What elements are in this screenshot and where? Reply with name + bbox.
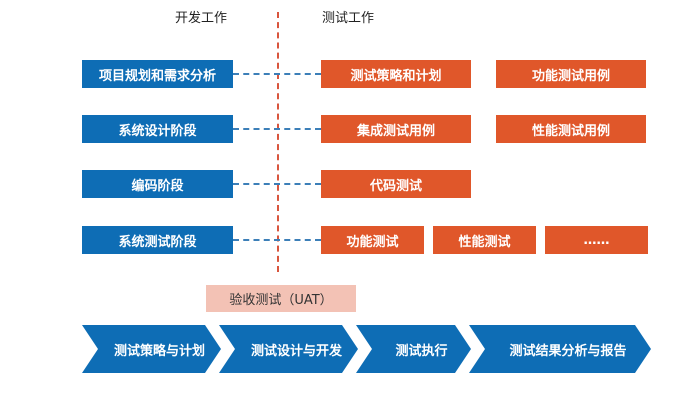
- code-testing: 代码测试: [321, 170, 471, 198]
- connector-row1: [233, 73, 321, 75]
- dev-stage-planning: 项目规划和需求分析: [82, 60, 233, 88]
- process-step-1-shape: [82, 325, 221, 373]
- dev-stage-coding: 编码阶段: [82, 170, 233, 198]
- connector-row3: [233, 183, 321, 185]
- process-step-4-shape: [469, 325, 651, 373]
- functional-testing: 功能测试: [321, 226, 424, 254]
- connector-row4: [233, 239, 321, 241]
- dev-stage-design: 系统设计阶段: [82, 115, 233, 143]
- acceptance-test-uat: 验收测试（UAT）: [206, 285, 356, 312]
- test-strategy-plan: 测试策略和计划: [321, 60, 471, 88]
- performance-testing: 性能测试: [433, 226, 536, 254]
- integration-test-cases: 集成测试用例: [321, 115, 471, 143]
- process-step-2: 测试设计与开发: [250, 343, 342, 359]
- test-work-header: 测试工作: [322, 11, 375, 26]
- process-step-3-shape: [356, 325, 471, 373]
- process-step-4: 测试结果分析与报告: [509, 343, 627, 359]
- process-step-3: 测试执行: [395, 343, 448, 359]
- functional-test-cases: 功能测试用例: [496, 60, 646, 88]
- dev-stage-system-test: 系统测试阶段: [82, 226, 233, 254]
- performance-test-cases: 性能测试用例: [496, 115, 646, 143]
- connector-row2: [233, 128, 321, 130]
- dev-work-header: 开发工作: [175, 11, 228, 26]
- process-step-1: 测试策略与计划: [113, 343, 205, 359]
- divider-line: [277, 12, 279, 272]
- more-testing-ellipsis: ……: [545, 226, 648, 254]
- process-step-2-shape: [219, 325, 358, 373]
